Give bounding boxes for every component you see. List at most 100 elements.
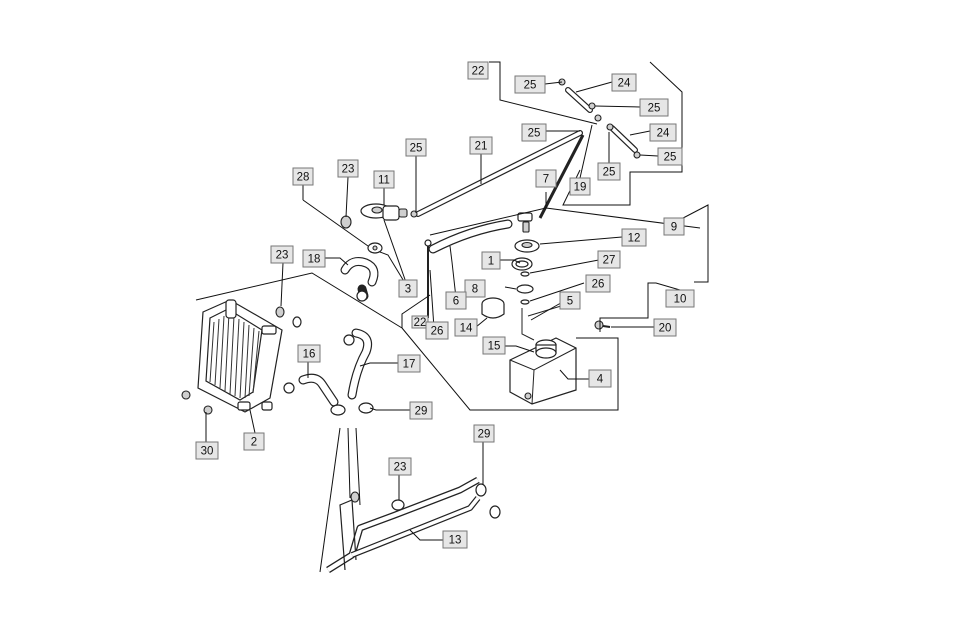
clamp-part-28 <box>367 242 383 254</box>
callout-11: 11 <box>373 170 395 189</box>
svg-text:17: 17 <box>403 359 416 371</box>
svg-text:3: 3 <box>405 284 411 296</box>
clamp-part-29-middle <box>330 402 374 416</box>
svg-text:27: 27 <box>603 255 616 267</box>
svg-text:25: 25 <box>410 143 423 155</box>
callout-25-d: 25 <box>657 147 683 166</box>
svg-text:2: 2 <box>251 437 257 449</box>
callout-22-top: 22 <box>467 61 489 80</box>
washer-part-26 <box>520 299 530 305</box>
svg-text:8: 8 <box>472 284 478 296</box>
pipe-part-13 <box>326 476 481 573</box>
filler-cap-part-14 <box>481 297 505 319</box>
svg-text:10: 10 <box>674 294 687 306</box>
svg-text:29: 29 <box>415 406 428 418</box>
svg-text:28: 28 <box>297 172 310 184</box>
callout-3: 3 <box>398 279 418 298</box>
callout-2: 2 <box>243 432 265 451</box>
callout-29-middle: 29 <box>409 401 433 420</box>
callout-26-b: 26 <box>425 321 449 340</box>
svg-text:20: 20 <box>659 323 672 335</box>
callout-26-a: 26 <box>585 274 611 293</box>
svg-text:16: 16 <box>303 349 316 361</box>
hose-part-24-upper <box>565 87 593 113</box>
callout-30: 30 <box>195 441 219 460</box>
svg-text:26: 26 <box>431 326 444 338</box>
svg-text:30: 30 <box>201 446 214 458</box>
svg-text:23: 23 <box>342 164 355 176</box>
callout-29-lower: 29 <box>473 424 495 443</box>
callout-21: 21 <box>469 136 493 155</box>
svg-text:23: 23 <box>276 250 289 262</box>
callout-labels: 22 25 24 25 25 24 25 19 25 25 21 7 23 11… <box>195 61 695 549</box>
svg-text:11: 11 <box>378 175 390 187</box>
svg-text:25: 25 <box>524 80 537 92</box>
hose-part-18 <box>340 257 379 302</box>
hose-part-6 <box>428 219 513 254</box>
callout-6: 6 <box>445 291 467 310</box>
svg-text:21: 21 <box>475 141 488 153</box>
svg-text:9: 9 <box>671 222 677 234</box>
bolt-part-20 <box>594 320 611 330</box>
svg-text:14: 14 <box>460 323 473 335</box>
callout-25-e: 25 <box>597 162 621 181</box>
pipe-part-19 <box>538 134 585 219</box>
callout-20: 20 <box>653 318 677 337</box>
callout-23-a: 23 <box>337 159 359 178</box>
callout-25-b: 25 <box>639 98 669 117</box>
hose-part-16 <box>283 373 339 407</box>
thermostat-housing-part <box>360 203 408 221</box>
callout-18: 18 <box>302 249 326 268</box>
svg-text:22: 22 <box>414 317 427 329</box>
hose-part-5 <box>521 305 562 341</box>
svg-text:24: 24 <box>618 78 631 90</box>
svg-text:25: 25 <box>603 167 616 179</box>
callout-19: 19 <box>569 177 591 196</box>
callout-23-b: 23 <box>270 245 294 264</box>
leader-lines <box>195 61 709 573</box>
svg-text:1: 1 <box>488 256 494 268</box>
bolt-part-23-thermostat <box>340 215 352 229</box>
pipe-part-21 <box>415 130 583 217</box>
clamp-part-29-lower <box>475 483 501 519</box>
bolt-part-23-upper <box>275 306 302 328</box>
ring-part-12 <box>514 239 540 253</box>
callout-8: 8 <box>464 279 486 298</box>
washer-part-27 <box>520 271 530 277</box>
clamp-part-1 <box>511 257 533 271</box>
callout-24-a: 24 <box>611 73 637 92</box>
svg-text:6: 6 <box>453 296 459 308</box>
callout-28: 28 <box>292 167 314 186</box>
fitting-part-7 <box>517 212 533 233</box>
svg-text:19: 19 <box>574 182 587 194</box>
svg-text:7: 7 <box>543 174 549 186</box>
svg-text:25: 25 <box>528 128 541 140</box>
callout-5: 5 <box>559 291 581 310</box>
svg-text:13: 13 <box>449 535 462 547</box>
pipe-part-22-lower <box>424 239 432 318</box>
svg-text:22: 22 <box>472 66 485 78</box>
callout-7: 7 <box>535 169 557 188</box>
callout-9: 9 <box>663 217 685 236</box>
svg-text:25: 25 <box>664 152 677 164</box>
bolt-part-30 <box>181 390 213 415</box>
callout-24-b: 24 <box>649 123 677 142</box>
callout-12: 12 <box>621 228 647 247</box>
svg-text:23: 23 <box>394 462 407 474</box>
callout-1: 1 <box>481 251 501 270</box>
radiator-part <box>197 299 283 413</box>
callout-25-a: 25 <box>514 75 546 94</box>
callout-23-lower: 23 <box>388 457 412 476</box>
callout-10: 10 <box>665 289 695 308</box>
svg-text:5: 5 <box>567 296 573 308</box>
callout-16: 16 <box>297 344 321 363</box>
hose-part-17 <box>343 328 373 400</box>
svg-text:12: 12 <box>628 233 641 245</box>
callout-25-f: 25 <box>405 138 427 157</box>
callout-27: 27 <box>597 250 621 269</box>
svg-text:18: 18 <box>308 254 321 266</box>
bolt-part-23-lower <box>350 491 405 511</box>
expansion-tank-part-4 <box>509 337 577 405</box>
svg-text:24: 24 <box>657 128 670 140</box>
